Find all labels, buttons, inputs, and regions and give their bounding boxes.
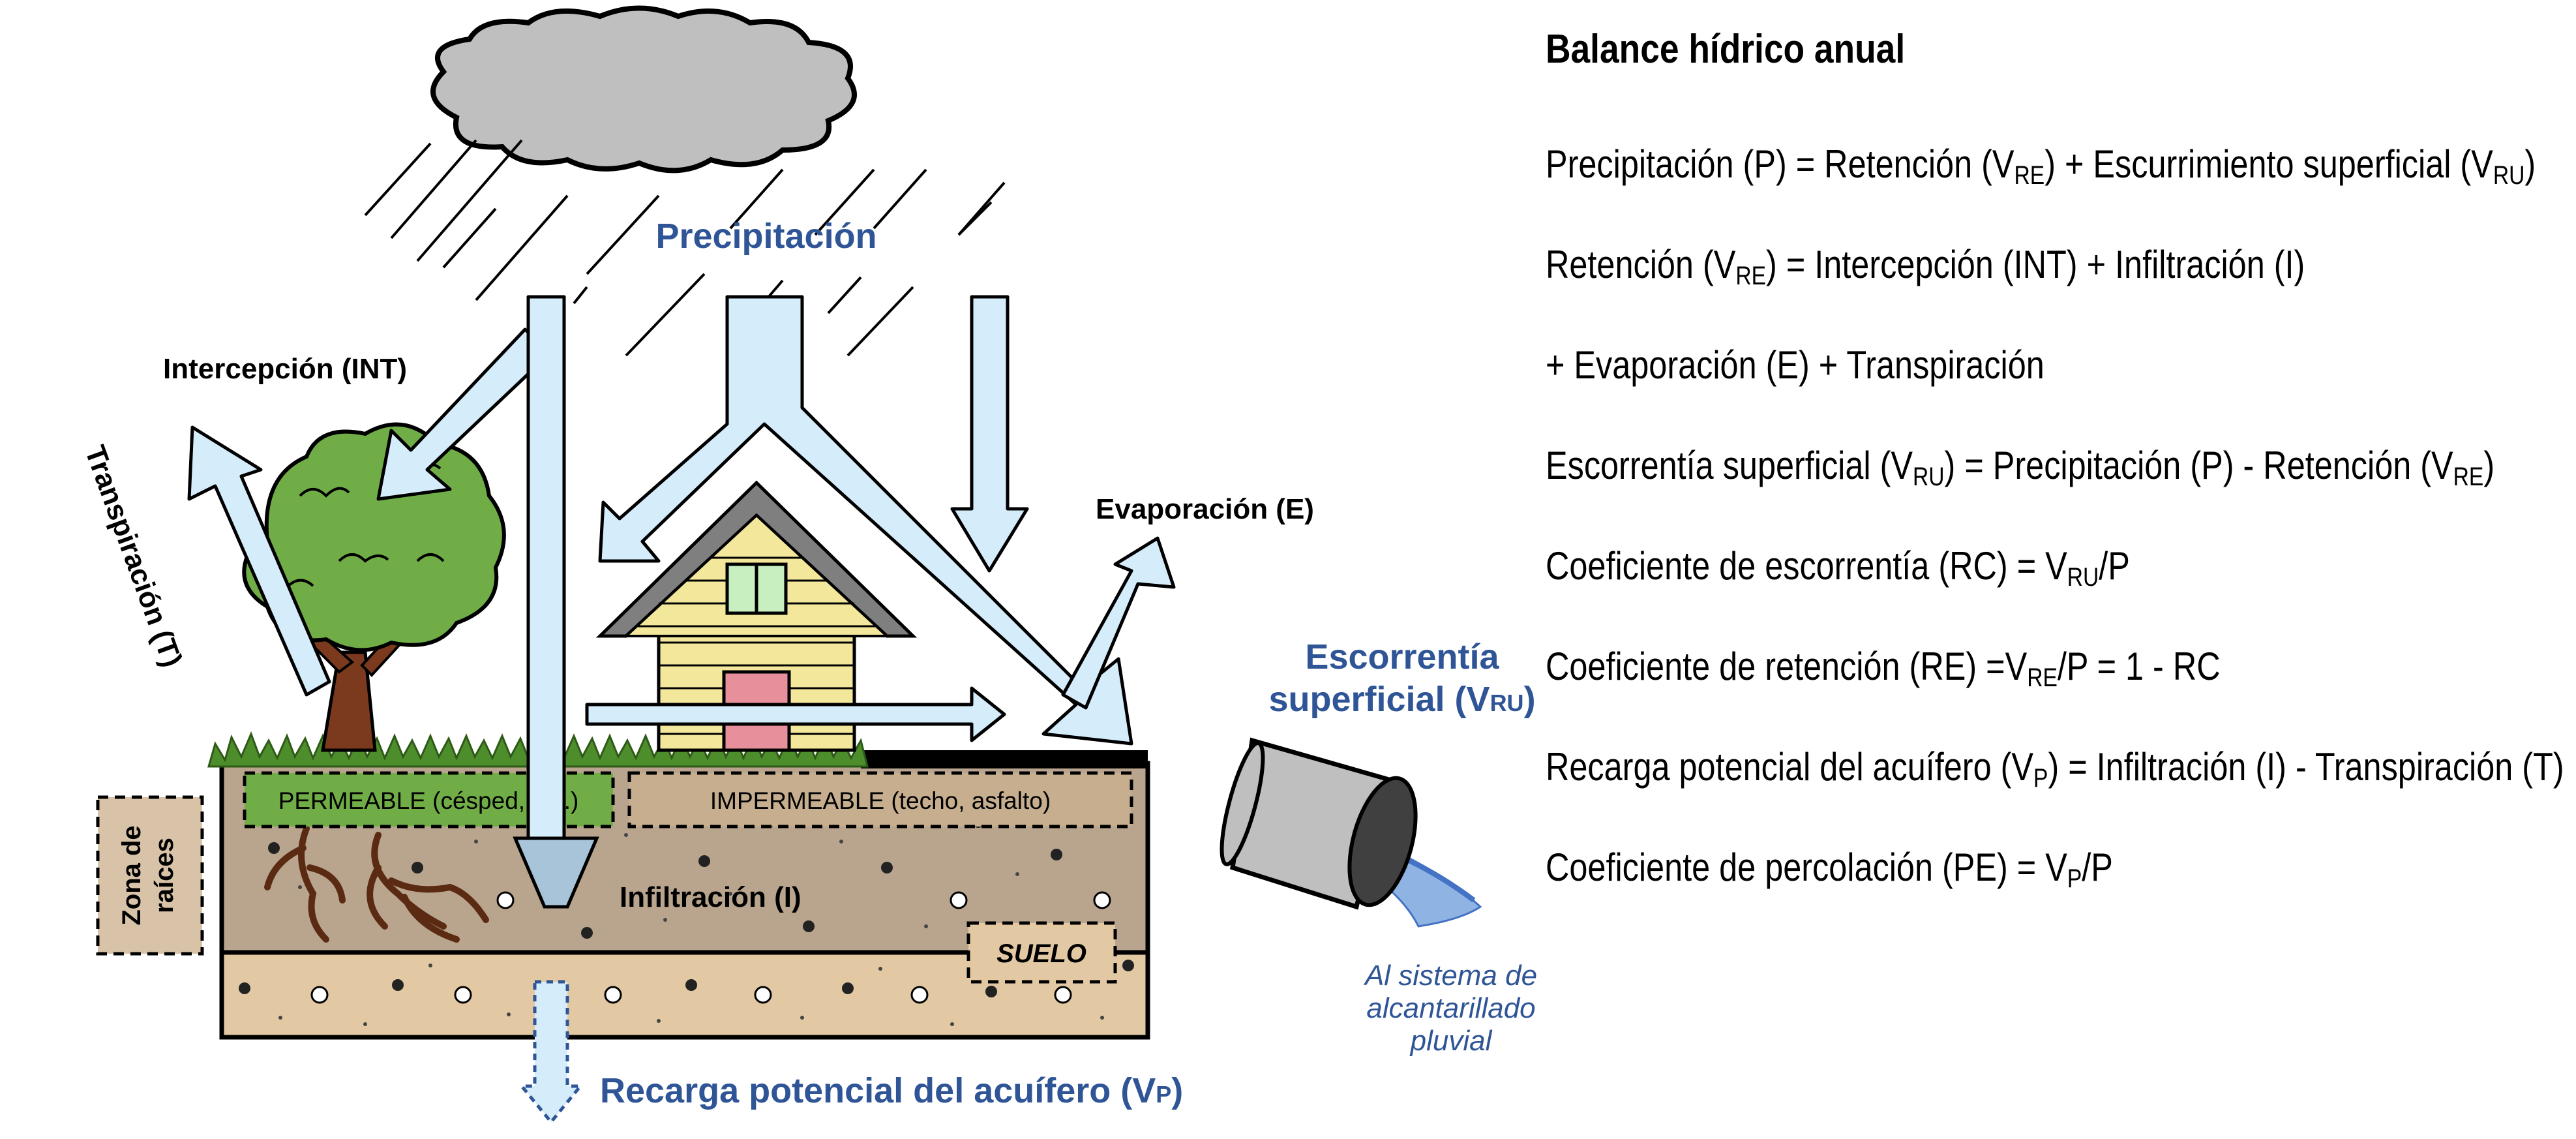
- impermeable-label: IMPERMEABLE (techo, asfalto): [710, 787, 1051, 814]
- root-zone-label-line1: Zona de: [117, 825, 146, 925]
- drain-pipe: [1220, 737, 1482, 928]
- tree-roots: [264, 825, 489, 943]
- recharge-label: Recarga potencial del acuífero (VP): [600, 1071, 1183, 1110]
- roof-runoff-arrow: [598, 295, 1133, 746]
- cloud: [430, 5, 857, 174]
- root-zone-label-line2: raíces: [150, 838, 179, 913]
- drain-label-line2: alcantarillado: [1366, 992, 1535, 1024]
- horizontal-runoff-arrow: [585, 686, 1006, 742]
- soil-pebbles: [310, 891, 1111, 1004]
- drain-label-line3: pluvial: [1409, 1025, 1493, 1057]
- precipitation-label: Precipitación: [655, 217, 876, 256]
- root-zone-box: [96, 795, 204, 956]
- evaporation-label: Evaporación (E): [1096, 493, 1314, 525]
- equation-retention: Retención (VRE) = Intercepción (INT) + I…: [1546, 243, 2305, 290]
- soil-label: SUELO: [996, 939, 1086, 968]
- runoff-label-line1: Escorrentía: [1305, 637, 1499, 676]
- equation-aquifer-recharge: Recarga potencial del acuífero (VP) = In…: [1546, 745, 2564, 793]
- water-cycle-diagram: PERMEABLE (césped, etc.) IMPERMEABLE (te…: [79, 5, 1537, 1124]
- equation-retention-continued: + Evaporación (E) + Transpiración: [1546, 343, 2044, 387]
- recharge-arrow: [520, 980, 582, 1124]
- equations-title: Balance hídrico anual: [1546, 27, 1906, 72]
- transpiration-arrow: [187, 425, 331, 697]
- transpiration-label: Transpiración (T): [79, 442, 188, 671]
- equation-retention-coefficient: Coeficiente de retención (RE) =VRE/P = 1…: [1546, 645, 2221, 692]
- rain-lines: [364, 139, 1006, 357]
- interception-label: Intercepción (INT): [163, 353, 407, 385]
- impermeable-box: [627, 771, 1133, 828]
- soil-box: [966, 921, 1117, 984]
- equation-precipitation: Precipitación (P) = Retención (VRE) + Es…: [1546, 142, 2536, 190]
- infiltration-label: Infiltración (I): [620, 881, 801, 913]
- equations-panel: Balance hídrico anual Precipitación (P) …: [1546, 26, 2564, 918]
- drain-label-line1: Al sistema de: [1363, 960, 1537, 992]
- equation-surface-runoff: Escorrentía superficial (VRU) = Precipit…: [1546, 444, 2495, 491]
- equation-percolation-coefficient: Coeficiente de percolación (PE) = VP/P: [1546, 845, 2113, 893]
- equation-runoff-coefficient: Coeficiente de escorrentía (RC) = VRU/P: [1546, 544, 2130, 592]
- evaporation-arrow: [1061, 536, 1176, 710]
- runoff-label-line2: superficial (VRU): [1268, 680, 1535, 719]
- evaporation-drop-arrow: [950, 295, 1029, 573]
